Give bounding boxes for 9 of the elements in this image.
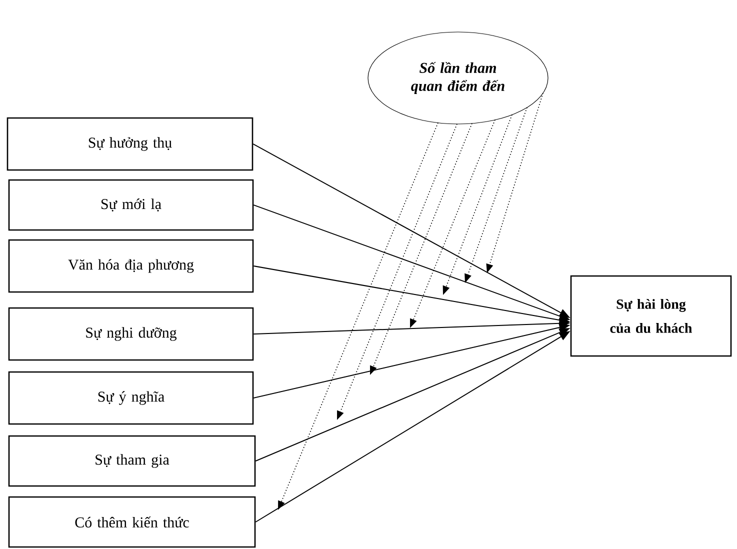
variable-box: Sự ý nghĩa [8, 371, 254, 425]
variable-box: Sự mới lạ [8, 179, 254, 231]
ellipse-node: Số lần tham quan điểm đến [368, 32, 548, 124]
variable-box: Văn hóa địa phương [8, 239, 254, 293]
variable-box: Sự tham gia [8, 435, 256, 487]
variable-box: Có thêm kiến thức [8, 496, 256, 548]
variable-box: Sự hưởng thụ [6, 117, 254, 171]
variable-box: Sự nghi dưỡng [8, 307, 254, 361]
variable-box: Sự hài lòng của du khách [570, 275, 732, 357]
